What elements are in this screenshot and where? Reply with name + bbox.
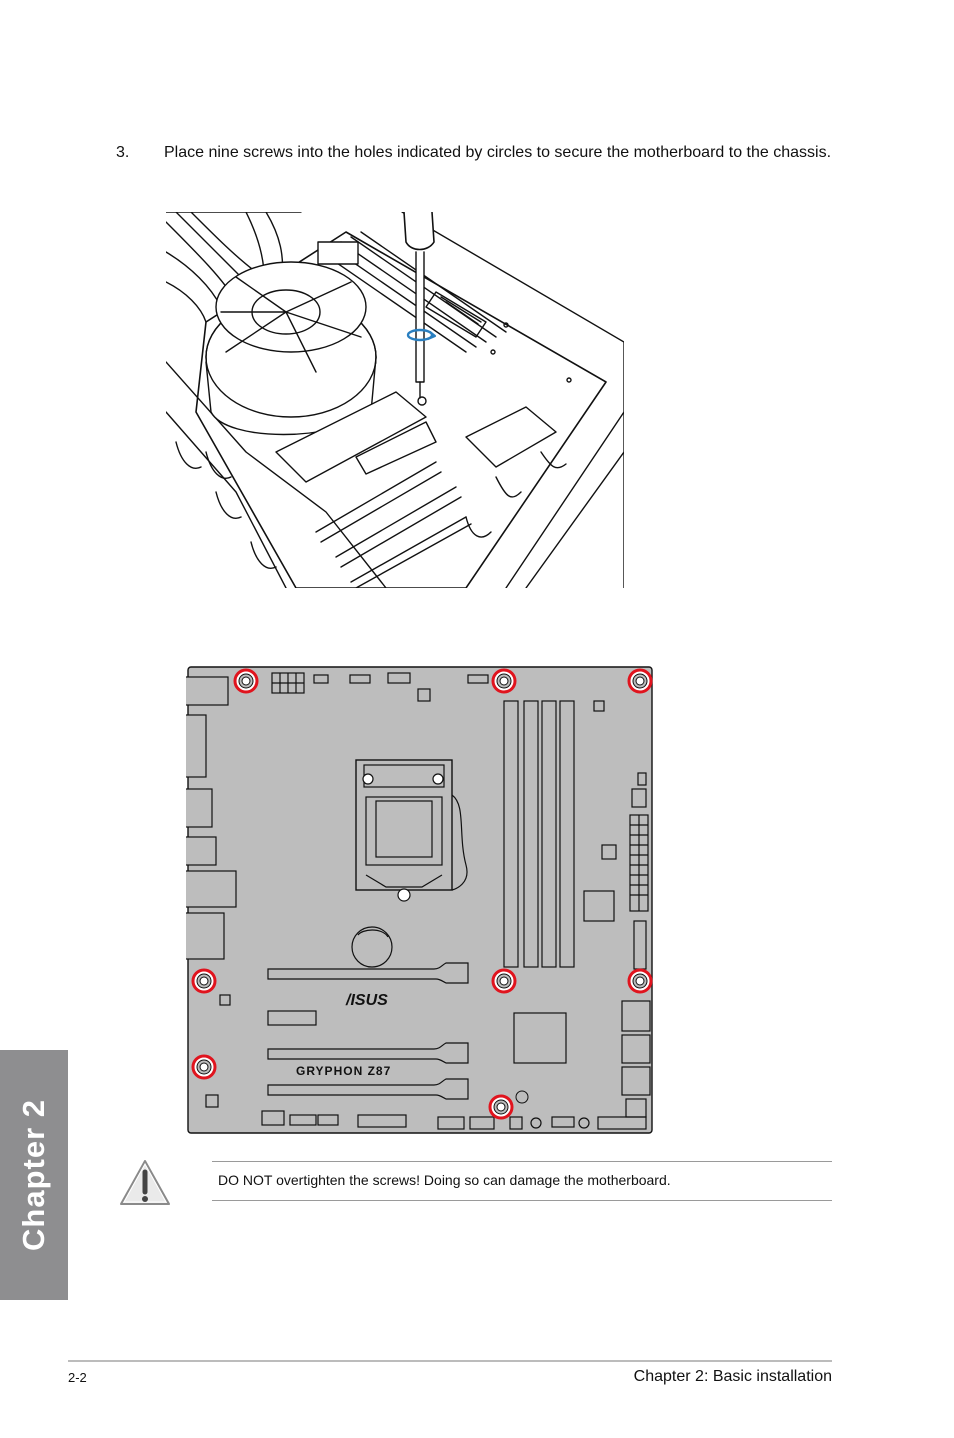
warning-bottom-rule [212,1200,832,1201]
installation-illustration [166,212,624,588]
step-number: 3. [116,144,130,161]
footer-rule [68,1360,832,1362]
chapter-tab [0,1050,68,1300]
motherboard-diagram: /ISUS GRYPHON Z87 [186,666,653,1134]
board-model-label: GRYPHON Z87 [296,1064,391,1078]
footer-chapter-title: Chapter 2: Basic installation [633,1368,832,1385]
step-text: Place nine screws into the holes indicat… [164,144,832,161]
chapter-tab-label: Chapter 2 [16,1099,51,1251]
warning-text: DO NOT overtighten the screws! Doing so … [218,1172,671,1188]
page-number: 2-2 [68,1370,87,1385]
board-brand-logo: /ISUS [345,992,388,1009]
warning-top-rule [212,1161,832,1162]
warning-icon [120,1160,170,1205]
